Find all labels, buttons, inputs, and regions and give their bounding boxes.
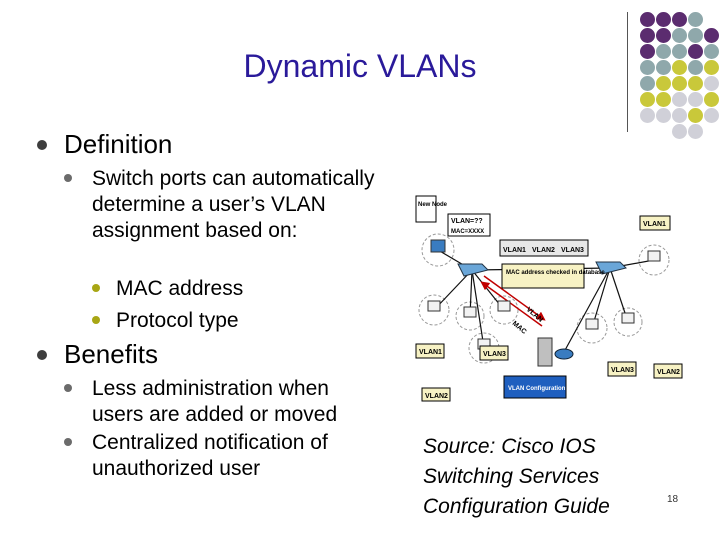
subitem-mac-address: MAC address	[116, 277, 244, 300]
bullet-icon	[92, 284, 100, 292]
callout-mac: MAC=XXXX	[451, 229, 484, 235]
definition-text: Switch ports can automatically determine…	[92, 167, 375, 242]
benefit-text-2: Centralized notification of unauthorized…	[92, 431, 328, 480]
tag-left: VLAN1	[419, 349, 442, 356]
bullet-icon	[92, 316, 100, 324]
vlan-bar-2: VLAN2	[532, 247, 555, 254]
subitem-protocol-type: Protocol type	[116, 309, 239, 332]
callout-vlan: VLAN=??	[451, 218, 483, 225]
tag-right: VLAN2	[657, 369, 680, 376]
mac-check-label: MAC address checked in database	[506, 270, 605, 276]
source-citation: Source: Cisco IOS Switching Services Con…	[423, 435, 610, 518]
section-heading-benefits: Benefits	[64, 339, 158, 369]
bullet-icon	[64, 384, 72, 392]
bullet-icon	[64, 174, 72, 182]
server-label: VLAN Configuration Server	[508, 386, 586, 392]
vlan-bar-1: VLAN1	[503, 247, 526, 254]
bullet-icon	[37, 350, 47, 360]
bullet-icon	[37, 140, 47, 150]
slide-number: 18	[667, 494, 679, 505]
arrow-mac-label: MAC	[511, 320, 528, 336]
tag-bottom-left: VLAN2	[425, 393, 448, 400]
tag-top-right: VLAN1	[643, 221, 666, 228]
tag-mid: VLAN3	[483, 351, 506, 358]
title-divider-line	[627, 12, 628, 132]
section-heading-definition: Definition	[64, 129, 173, 159]
slide-title: Dynamic VLANs	[243, 48, 477, 84]
bullet-icon	[64, 438, 72, 446]
tag-bottom-right: VLAN3	[611, 367, 634, 374]
vlan-bar-3: VLAN3	[561, 247, 584, 254]
dynamic-vlan-network-diagram: New Node VLAN=?? MAC=XXXX VLAN1 VLAN2 VL…	[415, 195, 683, 402]
new-node-label: New Node	[418, 202, 448, 208]
benefit-text-1: Less administration when users are added…	[92, 377, 338, 426]
